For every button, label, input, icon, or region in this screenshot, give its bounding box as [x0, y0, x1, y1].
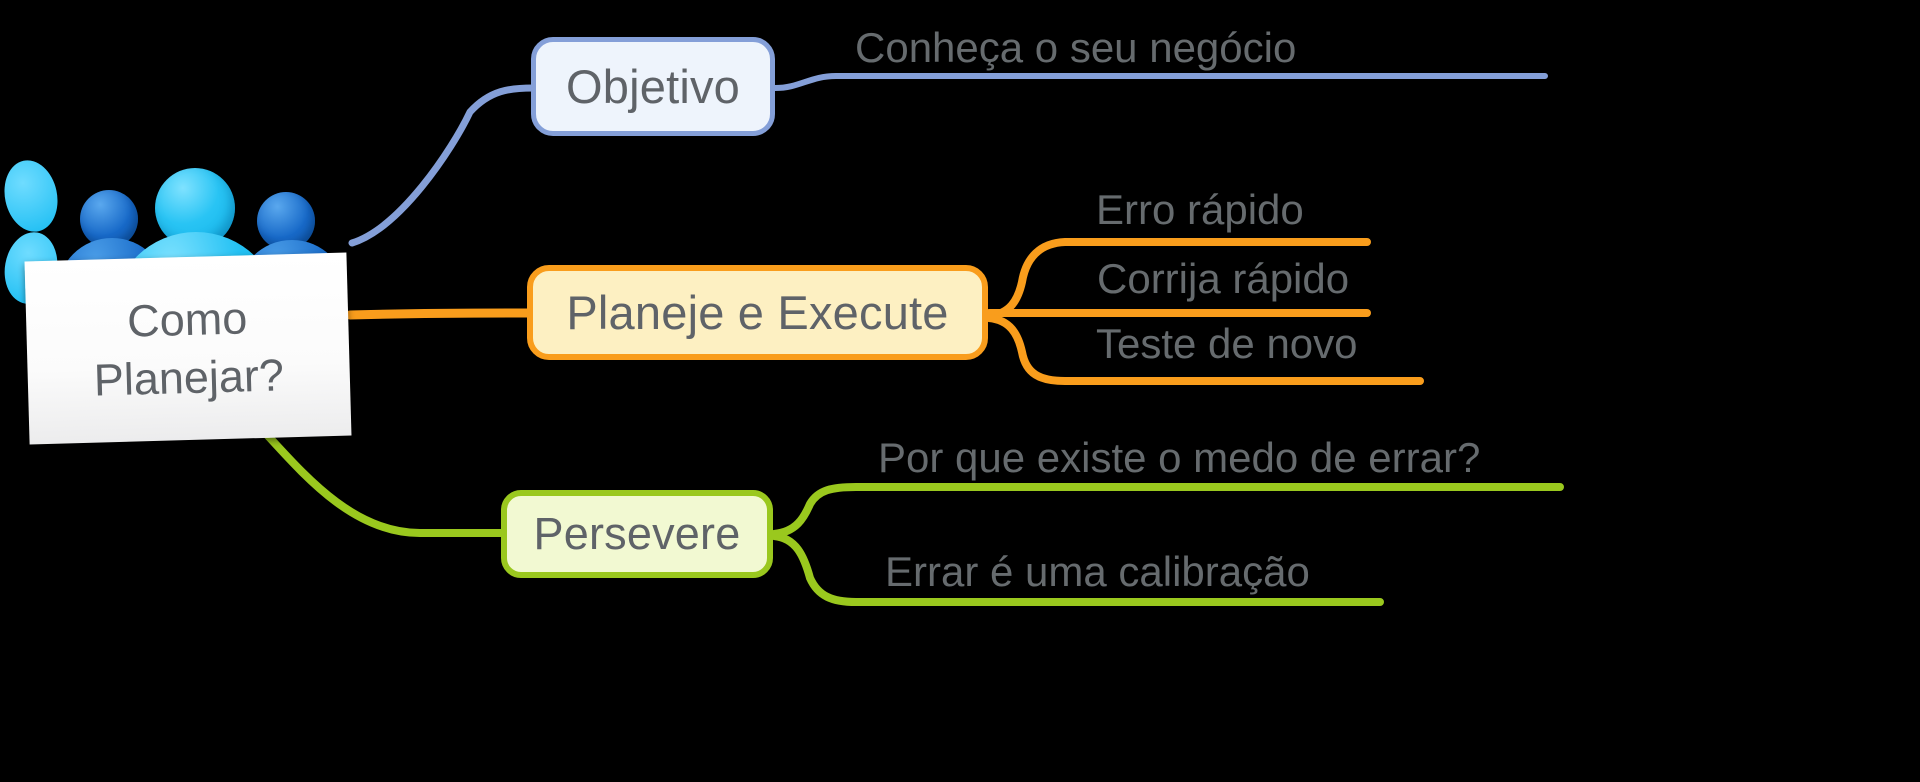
branch-node-persevere[interactable]: Persevere — [501, 490, 773, 578]
central-node[interactable]: Como Planejar? — [0, 155, 370, 500]
leaf-errar-e-uma-calibracao[interactable]: Errar é uma calibração — [885, 548, 1310, 595]
leaf-por-que-existe-o-medo-de-errar[interactable]: Por que existe o medo de errar? — [878, 434, 1481, 481]
leaf-conheca-o-seu-negocio[interactable]: Conheça o seu negócio — [855, 24, 1297, 71]
branch-node-persevere-label: Persevere — [533, 508, 741, 559]
connector-conheca — [772, 73, 1548, 91]
branch-node-planeje[interactable]: Planeje e Execute — [527, 265, 988, 360]
central-sign-line-1: Como — [126, 291, 248, 347]
hand-left-icon — [0, 155, 64, 237]
leaf-corrija-rapido[interactable]: Corrija rápido — [1097, 255, 1350, 302]
branch-node-planeje-label: Planeje e Execute — [566, 286, 949, 339]
leaf-teste-de-novo[interactable]: Teste de novo — [1096, 320, 1358, 367]
connector-planeje — [345, 308, 532, 320]
connector-porque — [770, 483, 1564, 538]
branch-node-objetivo[interactable]: Objetivo — [531, 37, 775, 136]
central-sign-line-2: Planejar? — [93, 348, 285, 406]
central-sign: Como Planejar? — [24, 252, 352, 445]
connector-objetivo — [348, 84, 537, 247]
leaf-erro-rapido[interactable]: Erro rápido — [1096, 186, 1304, 233]
branch-node-objetivo-label: Objetivo — [565, 60, 741, 113]
